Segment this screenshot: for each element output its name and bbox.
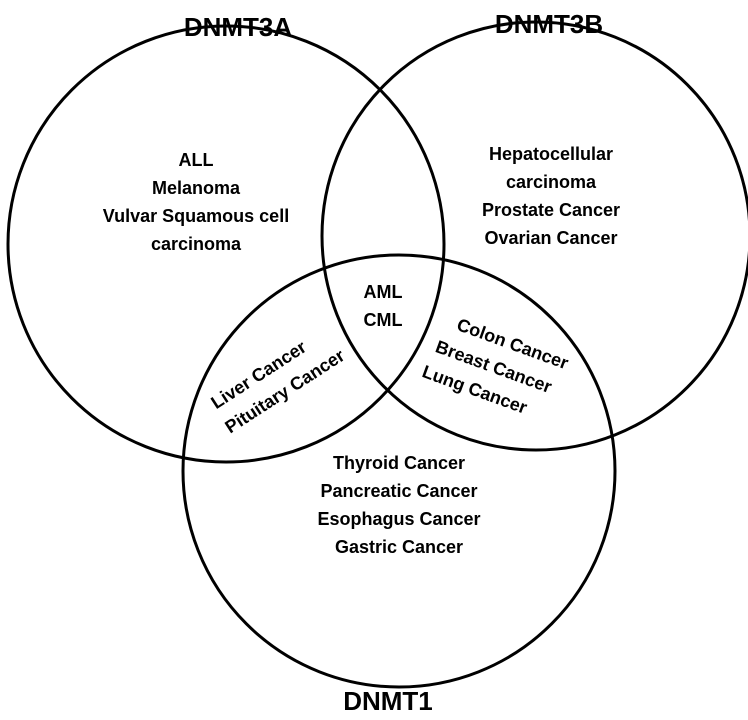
c-only-item: Esophagus Cancer xyxy=(317,509,480,529)
dnmt1-circle xyxy=(181,253,617,689)
b-only-item: Hepatocellular xyxy=(489,144,613,164)
b-only-item: carcinoma xyxy=(506,172,597,192)
dnmt3b-label: DNMT3B xyxy=(495,9,603,39)
a-only-item: Vulvar Squamous cell xyxy=(103,206,289,226)
a-only-item: ALL xyxy=(179,150,214,170)
dnmt3a-label: DNMT3A xyxy=(184,12,293,42)
dnmt1-label: DNMT1 xyxy=(343,686,433,716)
abc-item: CML xyxy=(364,310,403,330)
abc-item: AML xyxy=(364,282,403,302)
dnmt3b-circle xyxy=(320,20,748,452)
b-only-item: Ovarian Cancer xyxy=(484,228,617,248)
dnmt3a-circle xyxy=(6,24,446,464)
a-only-item: Melanoma xyxy=(152,178,241,198)
a-only-item: carcinoma xyxy=(151,234,242,254)
b-only-item: Prostate Cancer xyxy=(482,200,620,220)
c-only-item: Pancreatic Cancer xyxy=(320,481,477,501)
c-only-item: Thyroid Cancer xyxy=(333,453,465,473)
c-only-item: Gastric Cancer xyxy=(335,537,463,557)
